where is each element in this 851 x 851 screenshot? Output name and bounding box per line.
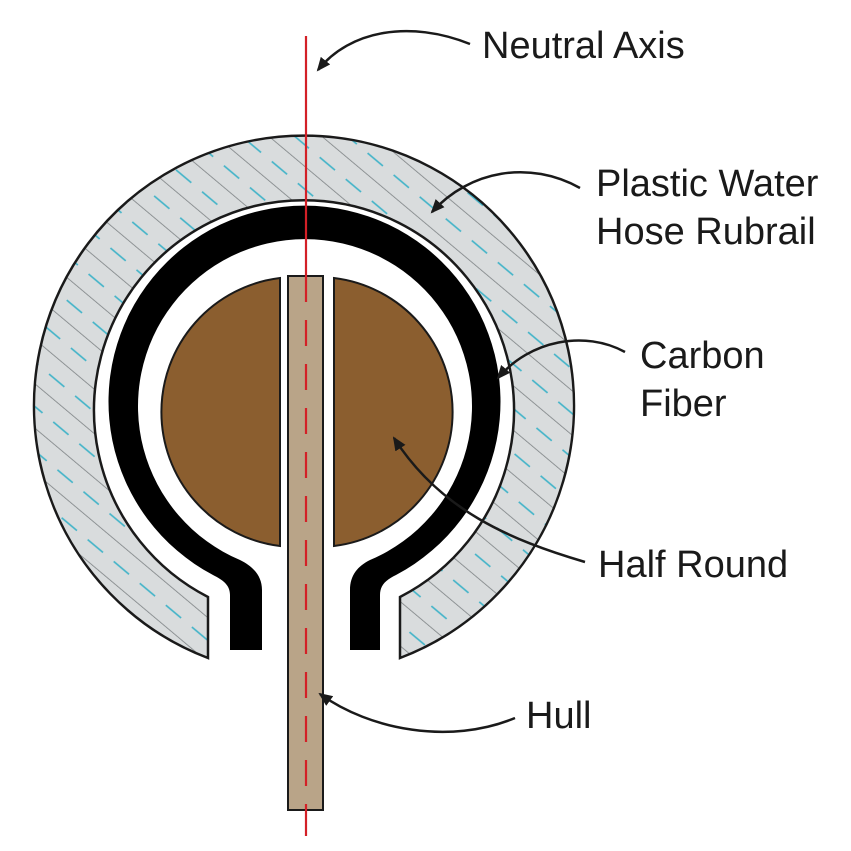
leader-rubrail <box>430 171 581 214</box>
rubrail-shape <box>32 134 576 660</box>
label-rubrail-line1: Plastic Water <box>596 163 819 205</box>
label-hull: Hull <box>526 695 591 737</box>
label-half-round: Half Round <box>598 544 788 586</box>
leader-neutral-axis <box>316 29 471 72</box>
half-round-left <box>160 276 281 548</box>
leader-hull <box>318 692 516 734</box>
leader-half-round <box>392 436 586 564</box>
label-rubrail-line2: Hose Rubrail <box>596 211 816 253</box>
label-carbon-line1: Carbon <box>640 335 765 377</box>
leader-carbon-fiber <box>496 339 626 380</box>
label-carbon-line2: Fiber <box>640 383 727 425</box>
half-round-right <box>333 276 454 548</box>
label-neutral-axis: Neutral Axis <box>482 25 685 67</box>
